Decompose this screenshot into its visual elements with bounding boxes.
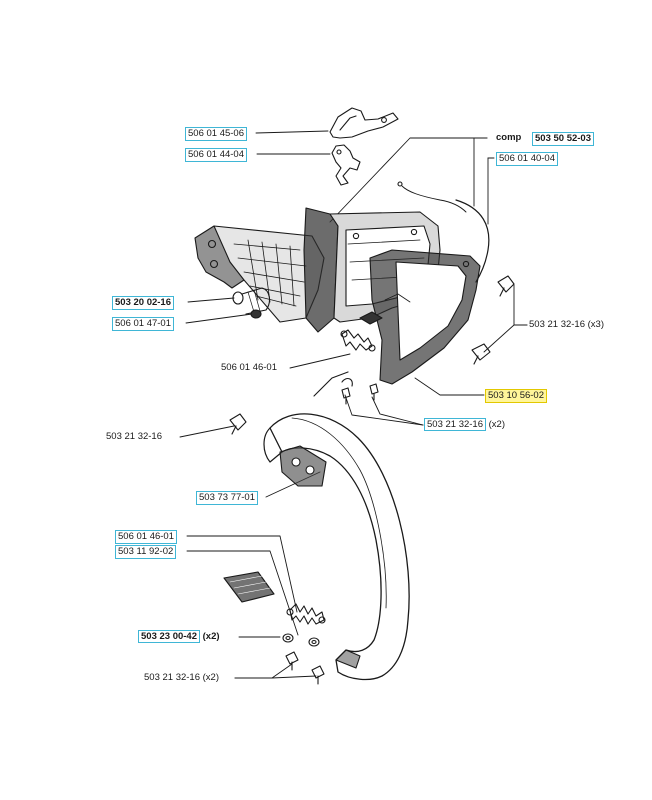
part-label-503-21-32-16-x2-a[interactable]: 503 21 32-16 (x2) — [424, 418, 506, 431]
quantity-text: (x3) — [587, 319, 605, 330]
spring-part-top — [340, 329, 376, 352]
part-label-506-01-44-04[interactable]: 506 01 44-04 — [185, 148, 247, 162]
part-number-text: 503 23 00-42 — [138, 630, 200, 643]
knob-part — [232, 287, 271, 319]
screw-parts-right — [471, 275, 515, 365]
quantity-text: (x2) — [202, 631, 220, 642]
throttle-lockout-part — [331, 144, 361, 186]
part-label-503-21-32-16-b[interactable]: 503 21 32-16 — [106, 431, 162, 442]
part-label-503-21-32-16-x3[interactable]: 503 21 32-16 (x3) — [529, 319, 604, 331]
part-label-503-21-32-16-x2-c[interactable]: 503 21 32-16 (x2) — [144, 672, 219, 683]
part-label-506-01-46-01-bottom[interactable]: 506 01 46-01 — [115, 530, 177, 544]
screw-parts-bottom — [285, 651, 325, 685]
screw-part-left — [229, 413, 247, 435]
spring-part-bottom — [286, 603, 326, 625]
part-label-503-20-02-16[interactable]: 503 20 02-16 — [112, 296, 174, 310]
part-label-506-01-40-04[interactable]: 506 01 40-04 — [496, 152, 558, 166]
front-handle-bar — [263, 413, 410, 681]
part-label-503-11-92-02[interactable]: 503 11 92-02 — [115, 545, 177, 559]
part-label-506-01-46-01-top[interactable]: 506 01 46-01 — [221, 362, 277, 373]
part-label-503-23-00-42-x2[interactable]: 503 23 00-42 (x2) — [138, 630, 220, 643]
part-number-text: 503 21 32-16 — [424, 418, 486, 431]
handle-housing — [194, 181, 490, 385]
rubber-pad-part — [223, 571, 275, 603]
part-label-506-01-45-06[interactable]: 506 01 45-06 — [185, 127, 247, 141]
part-label-503-10-56-02-highlighted[interactable]: 503 10 56-02 — [485, 389, 547, 403]
part-label-503-50-52-03[interactable]: 503 50 52-03 — [532, 132, 594, 146]
part-number-text: 503 21 32-16 — [529, 319, 585, 330]
quantity-text: (x2) — [488, 419, 506, 430]
part-label-503-73-77-01[interactable]: 503 73 77-01 — [196, 491, 258, 505]
washer-parts — [282, 633, 320, 647]
comp-prefix-label: comp — [496, 132, 522, 143]
screw-parts-center — [313, 371, 379, 405]
part-label-506-01-47-01[interactable]: 506 01 47-01 — [112, 317, 174, 331]
leader-lines — [179, 130, 528, 679]
trigger-lever-part — [329, 107, 399, 139]
